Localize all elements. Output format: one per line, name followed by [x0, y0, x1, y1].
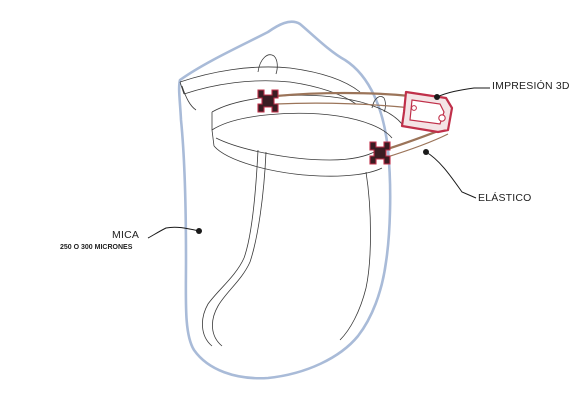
headband-ring-tab — [371, 96, 386, 113]
printed-clip-right — [369, 141, 391, 165]
headband-top-outer — [179, 66, 361, 93]
leader-elastic — [423, 149, 477, 199]
label-printed-part: IMPRESIÓN 3D — [492, 80, 570, 92]
label-shield-spec: 250 O 300 MICRONES — [60, 244, 133, 251]
leader-printed — [434, 87, 490, 100]
visor-inner-fold-2 — [212, 151, 267, 347]
elastic-strap-upper — [275, 91, 411, 98]
headband-ring-bottom — [213, 145, 383, 177]
headband-top-inner — [183, 80, 357, 105]
printed-clip-left — [257, 89, 279, 113]
printed-buckle — [400, 90, 454, 134]
label-shield: MICA — [112, 229, 140, 241]
visor-outline — [177, 20, 392, 380]
headband-top-tab — [257, 54, 278, 75]
elastic-strap-upper-2 — [275, 102, 413, 109]
visor-inner-fold — [202, 149, 259, 347]
headband-ring-left — [211, 112, 215, 147]
visor-right-edge — [339, 171, 371, 341]
leader-shield — [147, 226, 202, 239]
headband-ring-mid — [215, 137, 379, 161]
headband-top-side — [179, 81, 197, 111]
headband-ring-top — [211, 95, 403, 125]
headband-ring-inner — [211, 113, 393, 139]
elastic-strap-lower-2 — [383, 133, 449, 159]
label-elastic: ELÁSTICO — [478, 192, 532, 204]
